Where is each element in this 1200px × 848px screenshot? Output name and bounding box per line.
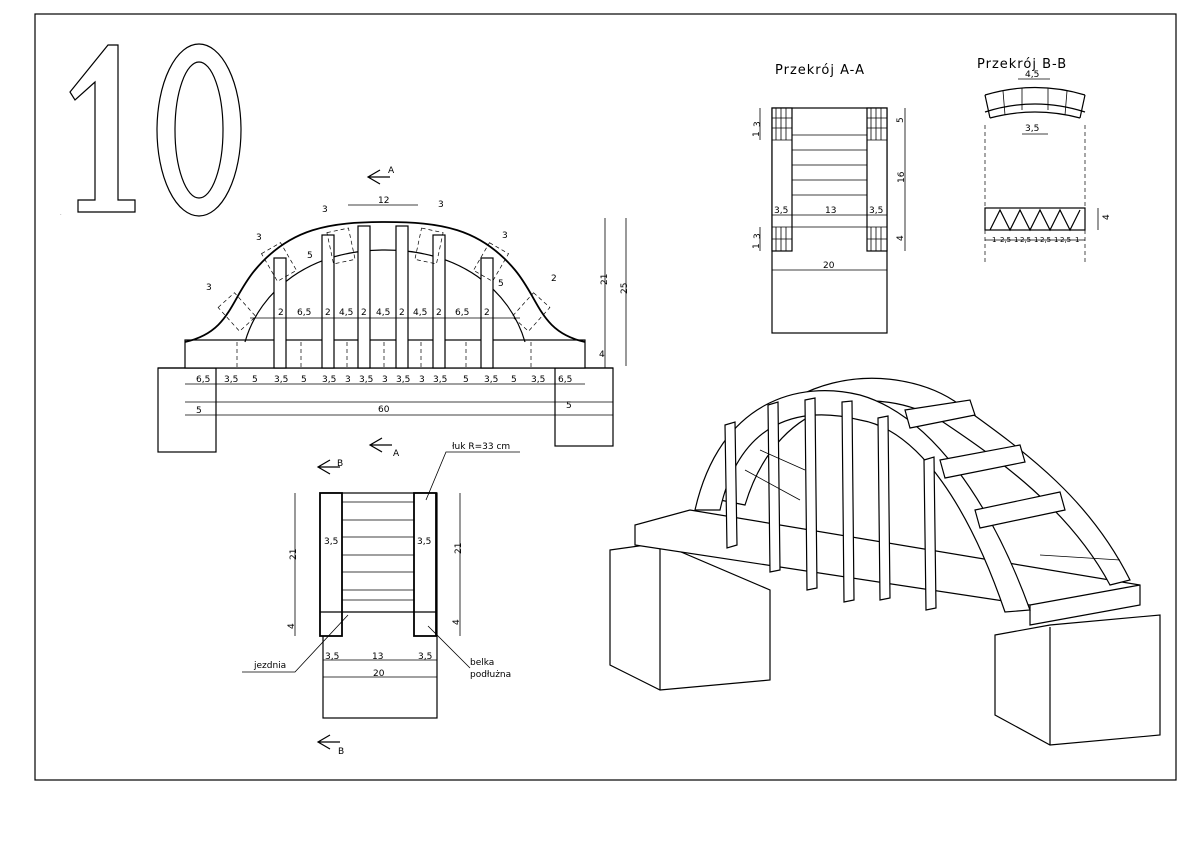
aa-r3: 4 [896, 235, 906, 241]
top-dim-1: 3 [322, 205, 328, 215]
top-dim-4: 3 [256, 233, 262, 243]
sec-mark-a-top: A [388, 166, 395, 176]
aa-l1: 3 [753, 121, 763, 127]
secb-b1: 3,5 [325, 652, 339, 662]
overall-right: 5 [566, 401, 572, 411]
base-dim: 3,5 [322, 375, 336, 385]
secb-mid: 13 [372, 652, 383, 662]
inner-dim-8: 4,5 [413, 308, 427, 318]
base-dim: 5 [463, 375, 469, 385]
base-dim: 5 [511, 375, 517, 385]
base-dim: 3 [345, 375, 351, 385]
base-dim: 3,5 [531, 375, 545, 385]
section-bb-drawing [984, 78, 1099, 262]
height-25: 25 [620, 283, 630, 294]
sheet-number-graphic [69, 43, 242, 217]
base-dim: 3,5 [433, 375, 447, 385]
section-aa-drawing [759, 107, 906, 334]
aa-total: 20 [823, 261, 835, 271]
aa-mid: 13 [825, 206, 836, 216]
overall-left: 5 [196, 406, 202, 416]
label-beam-1: belka [470, 658, 494, 668]
arch-dim-1: 5 [307, 251, 313, 261]
inner-dim-11: 2 [484, 308, 490, 318]
base-dim-row: 6,5 3,5 5 3,5 5 3,5 3 3,5 3 3,5 3 3,5 5 … [196, 375, 572, 385]
secb-w1: 3,5 [324, 537, 338, 547]
elevation-view [157, 169, 627, 453]
aa-r1: 5 [896, 117, 906, 123]
inner-dim-4: 4,5 [339, 308, 353, 318]
aa-w1: 3,5 [774, 206, 788, 216]
bb-right: 4 [1102, 214, 1112, 220]
secb-left-h: 21 [289, 549, 299, 560]
bb-bottom-dim: 1 [1034, 236, 1038, 244]
base-dim: 3 [419, 375, 425, 385]
secb-left-b: 4 [287, 623, 297, 629]
section-bb-title: Przekrój B-B [977, 57, 1067, 72]
inner-dim-3: 2 [325, 308, 331, 318]
height-4: 4 [599, 350, 605, 360]
aa-r2: 16 [897, 171, 907, 183]
height-21: 21 [600, 274, 610, 285]
base-dim: 5 [301, 375, 307, 385]
base-dim: 6,5 [558, 375, 572, 385]
secb-total: 20 [373, 669, 385, 679]
aa-l4: 1 [752, 243, 762, 249]
arch-dim-2: 5 [498, 279, 504, 289]
inner-dim-6: 4,5 [376, 308, 390, 318]
base-dim: 3 [382, 375, 388, 385]
sheet-frame [34, 13, 1177, 781]
base-dim: 3,5 [396, 375, 410, 385]
label-arch: łuk R=33 cm [452, 442, 510, 452]
base-dim: 5 [252, 375, 258, 385]
secb-b2: 3,5 [418, 652, 432, 662]
sec-mark-a-bottom: A [393, 449, 400, 459]
label-deck: jezdnia [253, 661, 286, 671]
bb-bottom-dim: 2,5 [1020, 236, 1031, 244]
bb-top: 4,5 [1025, 70, 1039, 80]
section-b-view [242, 451, 520, 750]
inner-dim-7: 2 [399, 308, 405, 318]
inner-dim-5: 2 [361, 308, 367, 318]
bb-bottom-dim: 1 [1054, 236, 1058, 244]
bb-bottom-dim: 1 [1075, 236, 1079, 244]
bb-bottom-dim: 2,5 [1040, 236, 1051, 244]
base-dim: 3,5 [359, 375, 373, 385]
section-aa-title: Przekrój A-A [775, 63, 865, 78]
sec-mark-b-top: B [337, 459, 343, 469]
inner-dim-9: 2 [436, 308, 442, 318]
bb-inner: 3,5 [1025, 124, 1039, 134]
sheet-number: 10 [60, 214, 62, 216]
bb-bottom-dim: 1 [992, 236, 996, 244]
base-dim: 3,5 [224, 375, 238, 385]
inner-dim-1: 2 [278, 308, 284, 318]
top-dim-3: 3 [438, 200, 444, 210]
arch-dim-3: 2 [551, 274, 557, 284]
top-dim-6: 3 [206, 283, 212, 293]
bb-bottom-dim: 2,5 [1060, 236, 1071, 244]
aa-l3: 3 [753, 233, 763, 239]
secb-right-h: 21 [454, 543, 464, 554]
base-dim: 3,5 [274, 375, 288, 385]
base-dim: 3,5 [484, 375, 498, 385]
sec-mark-b-bottom: B [338, 747, 344, 757]
isometric-view [609, 377, 1161, 746]
bb-bottom-dims: 1 2,5 1 2,5 1 2,5 1 2,5 1 [992, 236, 1079, 244]
label-beam-2: podłużna [470, 670, 511, 680]
top-dim-5: 3 [502, 231, 508, 241]
base-dim: 6,5 [196, 375, 210, 385]
aa-l2: 1 [752, 131, 762, 137]
aa-w2: 3,5 [869, 206, 883, 216]
overall-span: 60 [378, 405, 390, 415]
bb-bottom-dim: 1 [1014, 236, 1018, 244]
bb-bottom-dim: 2,5 [1000, 236, 1011, 244]
inner-dim-2: 6,5 [297, 308, 311, 318]
inner-dim-10: 6,5 [455, 308, 469, 318]
secb-right-b: 4 [452, 619, 462, 625]
secb-w2: 3,5 [417, 537, 431, 547]
top-dim-2: 12 [378, 196, 389, 206]
